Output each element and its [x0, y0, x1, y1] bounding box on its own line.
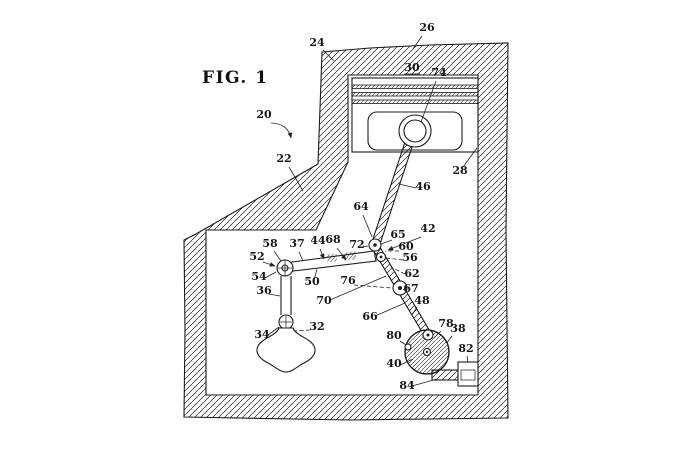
ref-label-38: 38	[450, 322, 466, 335]
ref-label-74: 74	[431, 66, 447, 79]
ref-label-42: 42	[420, 222, 435, 235]
arm-adjuster-1	[326, 253, 338, 263]
crank-pin-dot	[426, 333, 430, 337]
leader-line-74	[420, 80, 437, 123]
piston-ring-2	[351, 92, 479, 97]
ref-label-20: 20	[256, 108, 272, 121]
ref-label-60: 60	[398, 240, 414, 253]
ref-label-56: 56	[402, 251, 418, 264]
joint-upper-pivot-dot	[373, 243, 377, 247]
ref-label-67: 67	[403, 282, 418, 295]
ref-label-30: 30	[404, 61, 420, 74]
ref-label-26: 26	[419, 21, 435, 34]
leader-line-22	[288, 166, 304, 192]
ref-label-62: 62	[404, 267, 419, 280]
leader-line-34	[267, 326, 280, 336]
ref-label-37: 37	[289, 237, 304, 250]
leader-line-78	[433, 330, 442, 339]
ref-label-34: 34	[254, 328, 270, 341]
leader-line-67	[402, 288, 407, 292]
leader-line-70	[329, 275, 387, 301]
piston-pin-inner	[403, 119, 427, 143]
leader-line-40	[399, 358, 414, 366]
ref-label-52: 52	[249, 250, 264, 263]
ref-label-28: 28	[452, 164, 468, 177]
leader-line-44	[319, 248, 325, 260]
ref-label-66: 66	[362, 310, 378, 323]
leader-line-65	[380, 239, 393, 245]
leader-line-46	[398, 183, 417, 189]
output-shaft	[431, 369, 459, 381]
ref-label-72: 72	[349, 238, 364, 251]
leader-line-42	[387, 236, 422, 251]
output-box-inner	[460, 369, 476, 381]
piston-pin	[398, 114, 432, 148]
ref-label-84: 84	[399, 379, 415, 392]
ref-label-50: 50	[304, 275, 320, 288]
leader-line-68	[336, 247, 347, 261]
ref-label-80: 80	[386, 329, 402, 342]
leader-line-20	[270, 122, 293, 139]
leader-line-62	[390, 266, 406, 275]
leader-line-84	[411, 378, 438, 387]
piston-ring-1	[351, 84, 479, 89]
ref-label-68: 68	[325, 233, 341, 246]
leader-line-50	[313, 268, 318, 281]
leader-line-82	[466, 355, 469, 363]
ref-label-65: 65	[390, 228, 405, 241]
leader-line-38	[446, 335, 453, 344]
piston-ring-3	[351, 99, 479, 104]
leader-line-64	[362, 214, 373, 238]
crank-assembly	[404, 329, 479, 387]
ref-label-54: 54	[251, 270, 267, 283]
ref-label-32: 32	[309, 320, 324, 333]
ref-label-82: 82	[458, 342, 473, 355]
leader-line-48	[411, 306, 418, 316]
crank-center-dot	[425, 350, 429, 354]
leader-line-80	[399, 340, 407, 346]
control-linkage	[256, 238, 408, 373]
leader-line-36	[268, 293, 281, 297]
ref-label-24: 24	[309, 36, 325, 49]
leader-line-28	[462, 147, 478, 168]
leader-line-24	[322, 49, 335, 62]
ref-label-64: 64	[353, 200, 369, 213]
leader-line-58	[273, 250, 282, 262]
ref-label-70: 70	[316, 294, 332, 307]
ref-label-78: 78	[438, 317, 454, 330]
leader-line-26	[412, 35, 423, 50]
leader-line-66	[374, 302, 406, 317]
ref-label-22: 22	[276, 152, 291, 165]
ref-label-44: 44	[310, 234, 326, 247]
leader-line-32	[293, 329, 311, 332]
leader-line-72	[361, 245, 369, 248]
ref-label-48: 48	[414, 294, 430, 307]
leader-line-56	[385, 257, 404, 261]
figure-title: FIG. 1	[202, 68, 269, 88]
ref-label-58: 58	[262, 237, 278, 250]
ref-label-76: 76	[340, 274, 356, 287]
leader-line-52	[262, 261, 276, 267]
leader-line-54	[264, 271, 277, 279]
counterweight	[256, 327, 316, 373]
ref-label-46: 46	[415, 180, 431, 193]
ref-label-40: 40	[386, 357, 402, 370]
ref-label-36: 36	[256, 284, 272, 297]
joint-lower-pivot-dot	[379, 255, 383, 259]
crank-side-pin	[404, 343, 412, 351]
link-mid-pivot-dot	[398, 286, 402, 290]
leader-line-37	[298, 251, 304, 262]
arm-adjuster-2	[343, 251, 357, 261]
